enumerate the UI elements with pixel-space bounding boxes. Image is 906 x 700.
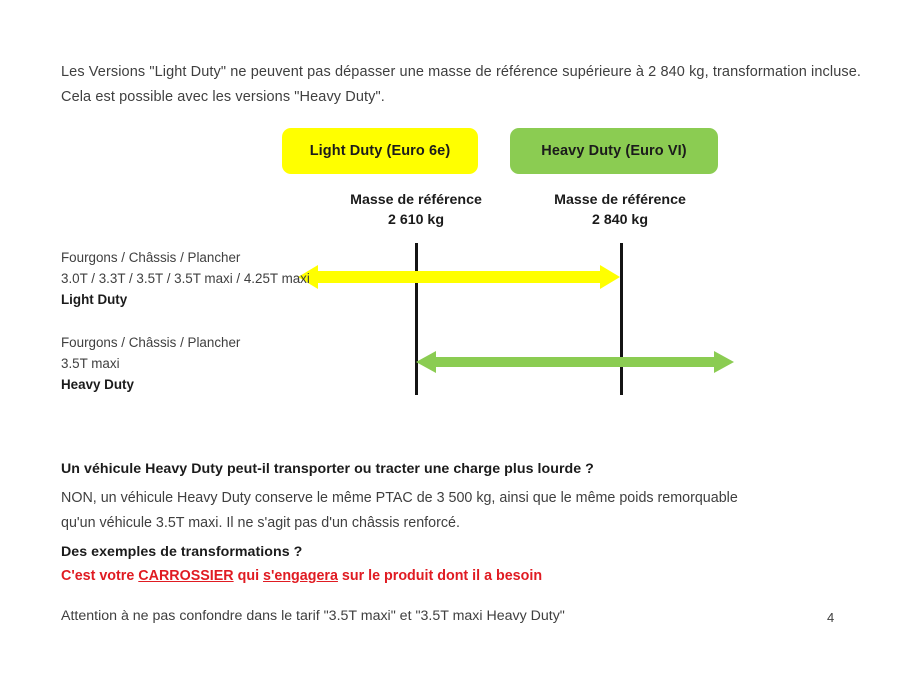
row-heavy-line-2: 3.5T maxi [61,356,120,371]
row-label-light-duty: Fourgons / Châssis / Plancher 3.0T / 3.3… [61,247,310,310]
row-heavy-line-1: Fourgons / Châssis / Plancher [61,335,241,350]
engagera-keyword: s'engagera [263,568,338,584]
qa-answer-1-line-2: qu'un véhicule 3.5T maxi. Il ne s'agit p… [61,515,460,531]
light-duty-box: Light Duty (Euro 6e) [282,128,478,174]
heavy-duty-range-arrow [416,347,734,377]
vertical-line-2840 [620,243,623,395]
mass-reference-value-heavy: 2 840 kg [591,212,648,228]
mass-reference-title-heavy: Masse de référence [554,192,686,208]
intro-paragraph: Les Versions "Light Duty" ne peuvent pas… [61,60,861,110]
carrossier-suffix: sur le produit dont il a besoin [337,568,543,584]
row-light-line-2: 3.0T / 3.3T / 3.5T / 3.5T maxi / 4.25T m… [61,271,310,286]
intro-line-2: Cela est possible avec les versions "Hea… [61,89,385,105]
qa-question-1: Un véhicule Heavy Duty peut-il transport… [61,461,594,477]
vertical-line-2610 [415,243,418,395]
footnote-text: Attention à ne pas confondre dans le tar… [61,608,565,624]
carrossier-middle: qui [233,568,264,584]
row-light-line-1: Fourgons / Châssis / Plancher [61,250,241,265]
qa-answer-1-line-1: NON, un véhicule Heavy Duty conserve le … [61,490,738,506]
mass-reference-caption-heavy: Masse de référence 2 840 kg [534,190,706,230]
mass-reference-value-light: 2 610 kg [387,212,444,228]
mass-reference-title-light: Masse de référence [350,192,482,208]
qa-block-load-capacity: Un véhicule Heavy Duty peut-il transport… [61,461,738,536]
carrossier-keyword: CARROSSIER [138,568,234,584]
heavy-duty-box-label: Heavy Duty (Euro VI) [541,143,687,159]
page-number: 4 [827,610,835,625]
intro-line-1: Les Versions "Light Duty" ne peuvent pas… [61,64,862,80]
row-heavy-line-3: Heavy Duty [61,377,134,392]
qa-answer-1: NON, un véhicule Heavy Duty conserve le … [61,486,738,536]
double-arrow-icon [416,351,734,373]
light-duty-box-label: Light Duty (Euro 6e) [309,143,451,159]
row-light-line-3: Light Duty [61,292,128,307]
double-arrow-icon [298,265,620,289]
row-label-heavy-duty: Fourgons / Châssis / Plancher 3.5T maxi … [61,332,240,395]
qa-question-2: Des exemples de transformations ? [61,544,303,560]
light-duty-range-arrow [298,262,620,292]
qa-block-transformations: Des exemples de transformations ? C'est … [61,544,542,584]
carrossier-statement: C'est votre CARROSSIER qui s'engagera su… [61,568,542,584]
mass-reference-caption-light: Masse de référence 2 610 kg [330,190,502,230]
carrossier-prefix: C'est votre [61,568,139,584]
heavy-duty-box: Heavy Duty (Euro VI) [510,128,718,174]
